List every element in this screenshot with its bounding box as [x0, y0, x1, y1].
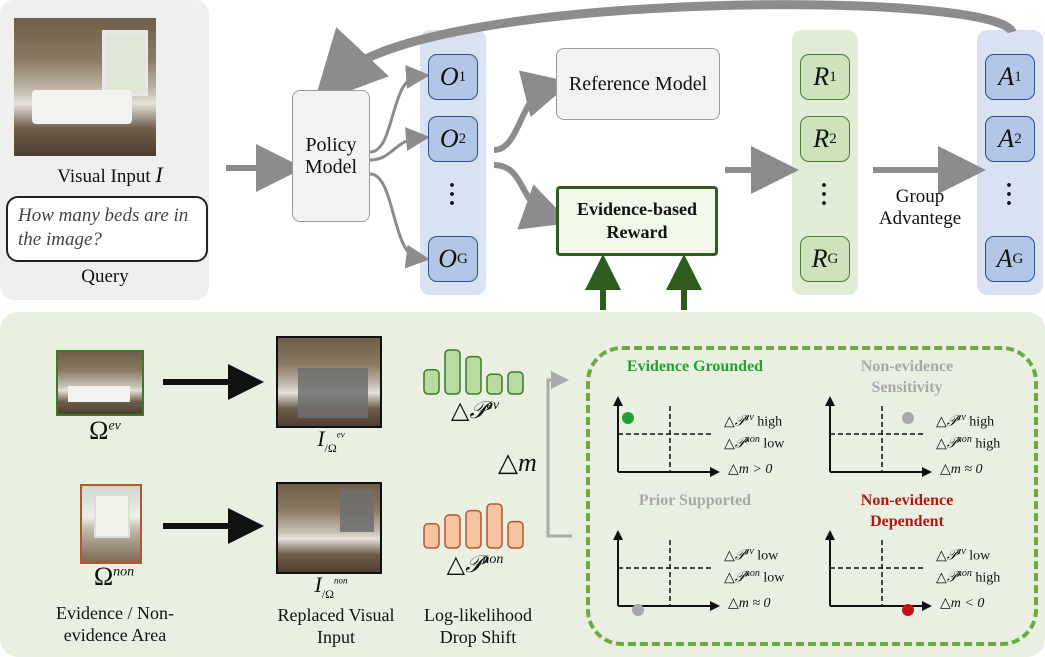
- advantage-ellipsis: ···: [1004, 173, 1013, 217]
- quadrant-dot: [902, 412, 914, 424]
- evbars-bar: [465, 355, 482, 395]
- non-evidence-area-image: [80, 484, 142, 564]
- quadrant-title: Evidence Grounded: [626, 358, 764, 375]
- nonbars-bar: [423, 523, 440, 549]
- delta-p-non-label: △𝒫non: [446, 552, 504, 578]
- quadrant-metric: △𝒫ev low: [936, 546, 991, 564]
- quadrant-delta-m: △m > 0: [728, 462, 773, 477]
- i-non-label: I/Ωnon: [314, 572, 348, 601]
- evidence-area-image: [56, 350, 144, 416]
- quadrant-metric: △𝒫non low: [724, 434, 785, 452]
- quadrant-axes: [825, 530, 932, 616]
- bed-icon: [32, 90, 132, 124]
- reward-ellipsis: ···: [819, 173, 828, 217]
- ev-bar-chart: [423, 349, 524, 395]
- evbars-bar: [423, 369, 440, 395]
- nonbars-bar: [444, 514, 461, 549]
- evidence-area-label: Evidence / Non-evidence Area: [56, 603, 174, 645]
- omega-ev-label: Ωev: [89, 416, 121, 445]
- quadrant-2: Non-evidence Sensitivity △𝒫ev high △𝒫non h…: [812, 352, 1018, 486]
- replaced-input-non-image: [276, 482, 382, 574]
- quadrant-3: Prior Supported △𝒫ev low △𝒫non low △m ≈ 0: [600, 486, 806, 620]
- window-icon: [94, 494, 130, 538]
- quadrant-delta-m: △m ≈ 0: [940, 462, 983, 477]
- delta-p-ev-label: △𝒫ev: [450, 398, 500, 424]
- quadrant-1: Evidence Grounded △𝒫ev high △𝒫non low △m > …: [600, 352, 806, 486]
- reference-model-box: Reference Model: [556, 48, 720, 120]
- quadrant-metric: △𝒫ev high: [936, 412, 995, 430]
- omega-non-label: Ωnon: [93, 562, 135, 591]
- group-advantage-label: Group Advantege: [878, 186, 962, 229]
- evbars-bar: [486, 373, 503, 395]
- quadrant-metric: △𝒫ev high: [724, 412, 783, 430]
- output-ellipsis: ···: [447, 173, 456, 217]
- nonbars-bar: [507, 520, 524, 549]
- i-ev-label: I/Ωev: [317, 426, 345, 455]
- query-text: How many beds are in the image?: [18, 205, 189, 250]
- visual-input-label: Visual Input I: [57, 162, 163, 188]
- quadrant-metric: △𝒫non high: [936, 568, 1001, 586]
- quadrant-dot: [622, 412, 634, 424]
- quadrant-dot: [902, 604, 914, 616]
- quadrant-panel: [586, 346, 1038, 646]
- quadrant-dot: [632, 604, 644, 616]
- quadrant-delta-m: △m ≈ 0: [728, 596, 771, 611]
- quadrant-metric: △𝒫non low: [724, 568, 785, 586]
- bed-icon: [68, 386, 130, 402]
- nonbars-bar: [465, 509, 482, 549]
- evbars-bar: [444, 349, 461, 395]
- replaced-input-ev-image: [276, 336, 382, 428]
- mask-overlay: [340, 490, 374, 532]
- query-box: How many beds are in the image?: [6, 196, 208, 262]
- evidence-reward-box: Evidence-based Reward: [556, 186, 718, 256]
- query-label: Query: [81, 266, 129, 287]
- quadrant-4: Non-evidence Dependent △𝒫ev low △𝒫non high…: [812, 486, 1018, 620]
- quadrant-axes: [613, 530, 720, 616]
- quadrant-title: Non-evidence Dependent: [860, 492, 954, 530]
- replaced-input-label: Replaced Visual Input: [277, 605, 395, 647]
- evidence-panel: [0, 312, 1045, 657]
- nonbars-bar: [486, 503, 503, 549]
- visual-input-image: [14, 18, 156, 156]
- quadrant-title: Prior Supported: [638, 492, 752, 509]
- quadrant-metric: △𝒫ev low: [724, 546, 779, 564]
- quadrant-metric: △𝒫non high: [936, 434, 1001, 452]
- quadrant-axes: [825, 396, 932, 477]
- evbars-bar: [507, 371, 524, 395]
- delta-m-label: △m: [498, 448, 537, 477]
- window-icon: [102, 30, 148, 96]
- non-bar-chart: [423, 503, 524, 549]
- policy-model-box: Policy Model: [292, 90, 370, 222]
- quadrant-axes: [613, 396, 720, 477]
- quadrant-title: Non-evidence Sensitivity: [860, 358, 954, 396]
- log-likelihood-label: Log-likelihood Drop Shift: [424, 605, 532, 647]
- mask-overlay: [298, 368, 368, 418]
- quadrant-delta-m: △m < 0: [940, 596, 985, 611]
